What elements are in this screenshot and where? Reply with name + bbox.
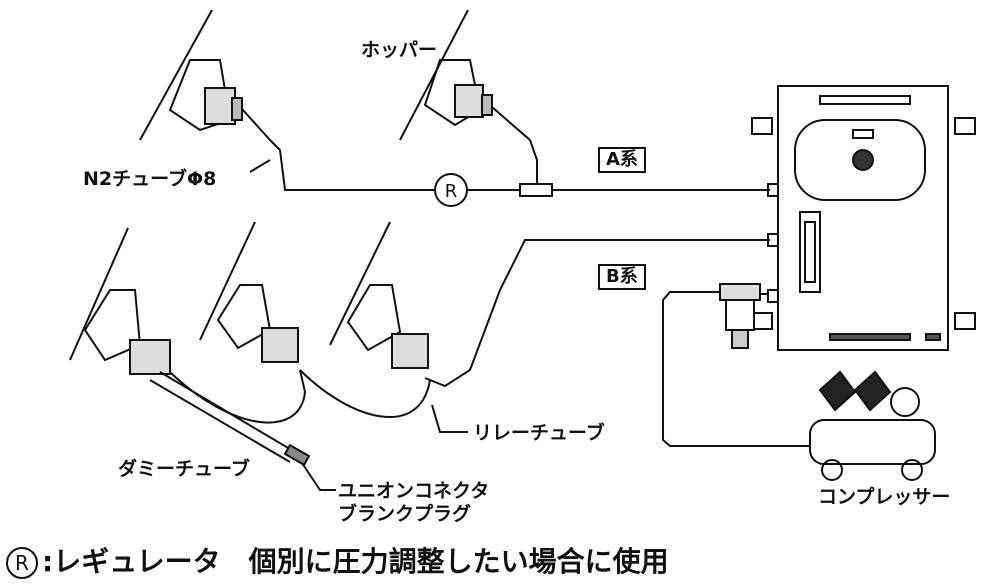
regulator-icon: [434, 173, 468, 207]
control-box: [751, 85, 976, 351]
hopper-2: [399, 9, 531, 141]
union-connector-label: ユニオンコネクタ: [338, 480, 490, 502]
regulator-symbol-text: R: [445, 181, 458, 202]
b-line-pipe: [424, 239, 770, 388]
blank-plug: [283, 443, 311, 467]
hopper-4: [199, 221, 299, 363]
dummy-tube-label: ダミーチューブ: [118, 458, 250, 480]
relay-tube-1: [169, 369, 307, 424]
hopper-1: [139, 9, 271, 141]
compressor-unit: [809, 370, 936, 481]
blank-plug-label: ブランクプラグ: [338, 503, 472, 525]
compressor-label: コンプレッサー: [818, 486, 951, 508]
compressor-pipe: [662, 291, 810, 447]
n2-leader: [249, 159, 271, 173]
a-line-pipe-left: [269, 139, 435, 191]
air-filter: [719, 283, 768, 349]
line-a-label: A系: [598, 147, 646, 173]
hopper-5: [329, 221, 429, 369]
hopper-label: ホッパー: [361, 39, 438, 61]
hopper-3: [69, 227, 171, 375]
tee-fitting: [519, 183, 553, 197]
legend-text: :レギュレータ 個別に圧力調整したい場合に使用: [42, 545, 669, 578]
dummy-tube-2: [149, 379, 291, 463]
n2-tube-label: N2チューブΦ8: [83, 168, 217, 190]
relay-tube-2: [299, 369, 431, 418]
relay-leader: [431, 404, 468, 433]
line-b-label: B系: [598, 264, 646, 290]
connector-leader: [301, 462, 336, 491]
relay-tube-label: リレーチューブ: [473, 422, 605, 444]
a-line-drop: [529, 139, 538, 190]
legend: R:レギュレータ 個別に圧力調整したい場合に使用: [6, 547, 669, 579]
regulator-legend-icon: R: [6, 547, 38, 579]
